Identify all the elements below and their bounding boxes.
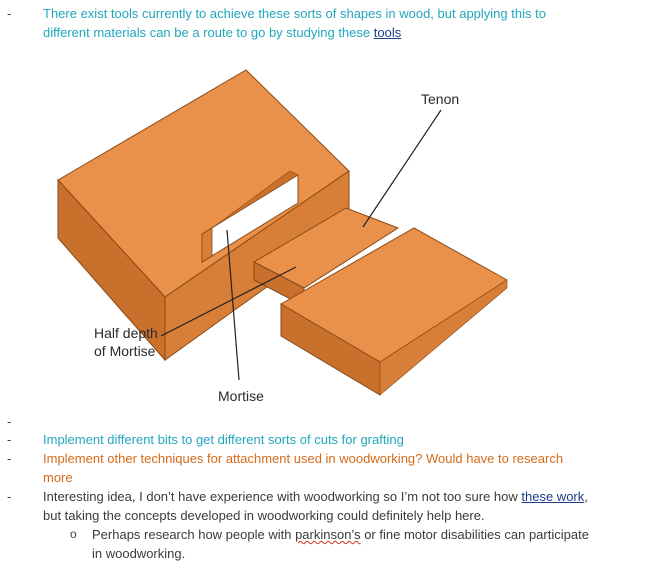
list-dash: -	[7, 6, 12, 21]
tenon-label: Tenon	[421, 91, 459, 107]
list-dash: -	[7, 489, 12, 504]
half-depth-leader-line	[160, 266, 297, 337]
bullet-grafting: Implement different bits to get differen…	[43, 430, 404, 449]
sub-bullet-line-1: Perhaps research how people with parkins…	[92, 525, 589, 544]
mortise-label: Mortise	[218, 388, 264, 404]
intro-text-line-1: There exist tools currently to achieve t…	[43, 4, 546, 23]
sub-bullet-text: Perhaps research how people with	[92, 527, 296, 542]
bullet-attachment-line-2: more	[43, 468, 73, 487]
sub-bullet-text: or fine motor disabilities can participa…	[360, 527, 589, 542]
bullet-text: ,	[584, 489, 588, 504]
bullet-text: more	[43, 470, 73, 485]
mortise-tenon-diagram: Tenon Half depth of Mortise Mortise	[57, 69, 508, 404]
sub-bullet-marker: o	[70, 527, 77, 541]
half-depth-label: of Mortise	[94, 343, 156, 359]
intro-text-line-2: different materials can be a route to go…	[43, 23, 401, 42]
intro-text: different materials can be a route to go…	[43, 25, 374, 40]
bullet-attachment-line-1: Implement other techniques for attachmen…	[43, 449, 563, 468]
intro-text: There exist tools currently to achieve t…	[43, 6, 546, 21]
list-dash: -	[7, 432, 12, 447]
list-dash: -	[7, 451, 12, 466]
bullet-text: Implement other techniques for attachmen…	[43, 451, 564, 466]
sub-bullet-line-2: in woodworking.	[92, 544, 185, 563]
bullet-text: Implement different bits to get differen…	[43, 432, 404, 447]
bullet-text: but taking the concepts developed in woo…	[43, 508, 485, 523]
mortise-leader-line	[226, 229, 240, 381]
tenon-end-face	[379, 279, 508, 396]
bullet-interesting-line-2: but taking the concepts developed in woo…	[43, 506, 485, 525]
these-work-link[interactable]: these work	[521, 489, 585, 504]
bullet-interesting-line-1: Interesting idea, I don’t have experienc…	[43, 487, 588, 506]
half-depth-label: Half depth	[94, 325, 158, 341]
list-dash: -	[7, 414, 12, 429]
bullet-text: Interesting idea, I don’t have experienc…	[43, 489, 522, 504]
tools-link[interactable]: tools	[373, 25, 402, 40]
tenon-leader-line	[362, 109, 442, 228]
spellcheck-word[interactable]: parkinson’s	[295, 527, 361, 542]
mortise-slot-inner-top	[201, 170, 299, 235]
sub-bullet-text: in woodworking.	[92, 546, 186, 561]
